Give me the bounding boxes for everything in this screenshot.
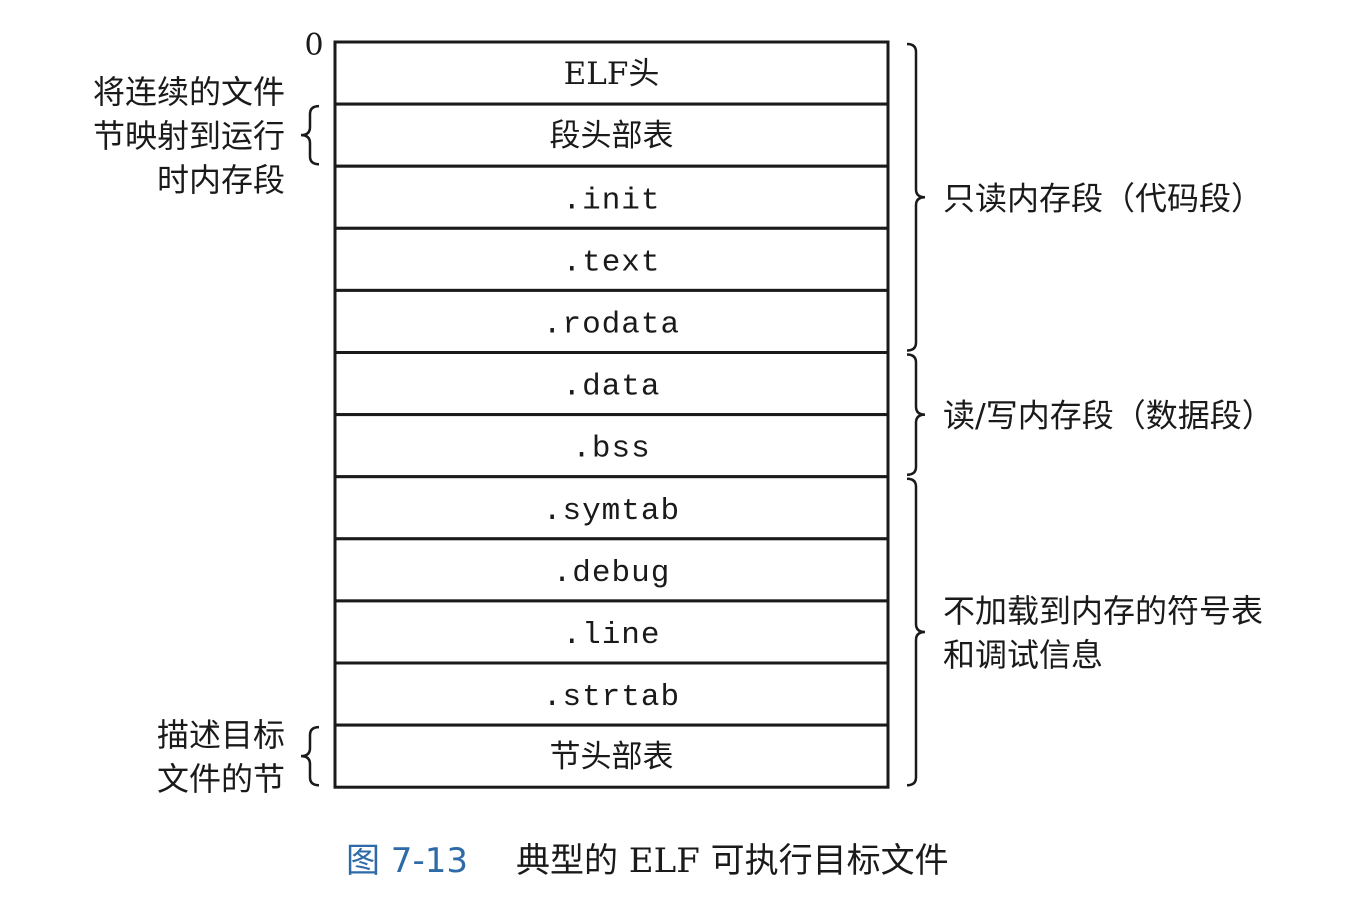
left-annotation-line: 节映射到运行 [93, 117, 285, 155]
left-annotation-line: 将连续的文件 [93, 73, 285, 111]
section-row [333, 351, 890, 417]
section-row [333, 475, 890, 541]
section-row [333, 661, 890, 727]
right-annotation-line: 只读内存段（代码段） [943, 179, 1263, 217]
section-row [333, 102, 890, 168]
right-brace [906, 477, 926, 787]
section-label: .debug [553, 556, 671, 591]
section-label: .line [562, 618, 660, 653]
figure-caption: 图 7-13 典型的 ELF 可执行目标文件 [346, 841, 949, 881]
section-label: .bss [572, 432, 650, 467]
origin-offset-label: 0 [304, 28, 323, 63]
section-label: .strtab [543, 680, 680, 715]
section-row [333, 599, 890, 665]
right-annotation-line: 不加载到内存的符号表 [943, 592, 1263, 630]
section-row [333, 40, 890, 106]
section-label: ELF头 [564, 56, 660, 92]
left-annotation-line: 描述目标 [157, 716, 285, 754]
section-label: .symtab [543, 494, 680, 529]
section-label: 段头部表 [550, 118, 674, 154]
left-annotation-line: 文件的节 [157, 760, 285, 798]
left-brace [300, 104, 320, 166]
right-annotation-line: 和调试信息 [943, 636, 1103, 674]
section-label: .text [562, 245, 660, 280]
section-row [333, 723, 890, 789]
caption-number: 图 7-13 [346, 841, 468, 881]
section-label: .rodata [543, 307, 680, 342]
section-label: 节头部表 [550, 739, 674, 775]
left-annotation-line: 时内存段 [157, 161, 285, 199]
right-brace [906, 42, 926, 352]
section-label: .init [562, 183, 660, 218]
section-row [333, 226, 890, 292]
caption-title: 典型的 ELF 可执行目标文件 [516, 841, 949, 881]
right-annotation-line: 读/写内存段（数据段） [943, 397, 1274, 435]
left-brace [300, 725, 320, 787]
right-brace [906, 353, 926, 476]
section-label: .data [562, 370, 660, 405]
